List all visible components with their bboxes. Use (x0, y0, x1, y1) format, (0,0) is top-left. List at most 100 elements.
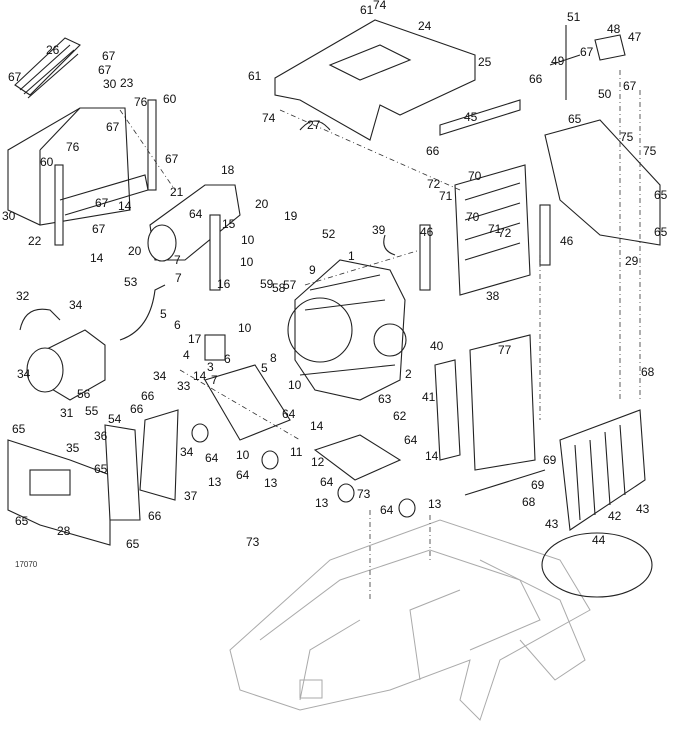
callout-9: 9 (309, 263, 316, 277)
callout-42: 42 (608, 509, 622, 523)
callout-7: 7 (175, 271, 182, 285)
muffler (147, 184, 241, 291)
callout-66: 66 (130, 402, 144, 416)
callout-29: 29 (625, 254, 639, 268)
callout-52: 52 (322, 227, 336, 241)
callout-14: 14 (310, 419, 324, 433)
callout-43: 43 (636, 502, 650, 516)
callout-38: 38 (486, 289, 500, 303)
callout-66: 66 (426, 144, 440, 158)
callout-46: 46 (420, 225, 434, 239)
callout-57: 57 (283, 278, 297, 292)
callout-72: 72 (427, 177, 441, 191)
callout-53: 53 (124, 275, 138, 289)
callout-62: 62 (393, 409, 407, 423)
callout-68: 68 (641, 365, 655, 379)
callout-64: 64 (320, 475, 334, 489)
callout-46: 46 (560, 234, 574, 248)
callout-64: 64 (189, 207, 203, 221)
callout-65: 65 (94, 462, 108, 476)
callout-45: 45 (464, 110, 478, 124)
callout-21: 21 (170, 185, 184, 199)
callout-12: 12 (311, 455, 325, 469)
air-cleaner (7, 308, 179, 546)
callout-65: 65 (126, 537, 140, 551)
callout-49: 49 (551, 54, 565, 68)
callout-27: 27 (307, 118, 321, 132)
callout-68: 68 (522, 495, 536, 509)
callout-61: 61 (248, 69, 262, 83)
callout-25: 25 (478, 55, 492, 69)
callout-48: 48 (607, 22, 621, 36)
callout-60: 60 (40, 155, 54, 169)
assembly-lines (119, 70, 641, 600)
callout-65: 65 (15, 514, 29, 528)
callout-59: 59 (260, 277, 274, 291)
callout-58: 58 (272, 281, 286, 295)
callout-65: 65 (12, 422, 26, 436)
callout-51: 51 (567, 10, 581, 24)
callout-64: 64 (282, 407, 296, 421)
callout-32: 32 (16, 289, 30, 303)
callout-43: 43 (545, 517, 559, 531)
callout-39: 39 (372, 223, 386, 237)
callout-65: 65 (654, 225, 668, 239)
callout-33: 33 (177, 379, 191, 393)
callout-17: 17 (188, 332, 202, 346)
callout-6: 6 (224, 352, 231, 366)
callout-3: 3 (207, 360, 214, 374)
callout-70: 70 (468, 169, 482, 183)
callout-40: 40 (430, 339, 444, 353)
callout-76: 76 (66, 140, 80, 154)
callout-30: 30 (103, 77, 117, 91)
callout-8: 8 (270, 351, 277, 365)
hood (274, 19, 476, 141)
callout-23: 23 (120, 76, 134, 90)
callout-69: 69 (543, 453, 557, 467)
callout-30: 30 (2, 209, 16, 223)
callout-50: 50 (598, 87, 612, 101)
callout-67: 67 (92, 222, 106, 236)
callout-13: 13 (208, 475, 222, 489)
callout-67: 67 (8, 70, 22, 84)
callout-7: 7 (174, 253, 181, 267)
callout-66: 66 (148, 509, 162, 523)
callout-37: 37 (184, 489, 198, 503)
callout-14: 14 (193, 369, 207, 383)
callout-73: 73 (357, 487, 371, 501)
callout-10: 10 (236, 448, 250, 462)
callout-14: 14 (90, 251, 104, 265)
callout-28: 28 (57, 524, 71, 538)
callout-74: 74 (262, 111, 276, 125)
callout-67: 67 (98, 63, 112, 77)
callout-19: 19 (284, 209, 298, 223)
callout-5: 5 (160, 307, 167, 321)
callout-74: 74 (373, 0, 387, 12)
callout-60: 60 (163, 92, 177, 106)
callout-14: 14 (425, 449, 439, 463)
callout-10: 10 (288, 378, 302, 392)
callout-15: 15 (222, 217, 236, 231)
callout-31: 31 (60, 406, 74, 420)
callout-4: 4 (183, 348, 190, 362)
callout-13: 13 (264, 476, 278, 490)
callout-71: 71 (439, 189, 453, 203)
callout-67: 67 (102, 49, 116, 63)
callout-65: 65 (568, 112, 582, 126)
callout-56: 56 (77, 387, 91, 401)
callout-13: 13 (315, 496, 329, 510)
callout-14: 14 (118, 199, 132, 213)
callout-20: 20 (255, 197, 269, 211)
callout-76: 76 (134, 95, 148, 109)
callout-65: 65 (654, 188, 668, 202)
callout-10: 10 (238, 321, 252, 335)
callout-35: 35 (66, 441, 80, 455)
callout-71: 71 (488, 222, 502, 236)
callout-16: 16 (217, 277, 231, 291)
callout-67: 67 (95, 196, 109, 210)
callout-77: 77 (498, 343, 512, 357)
mower-frame (229, 519, 591, 721)
callout-54: 54 (108, 412, 122, 426)
callout-11: 11 (290, 445, 303, 459)
